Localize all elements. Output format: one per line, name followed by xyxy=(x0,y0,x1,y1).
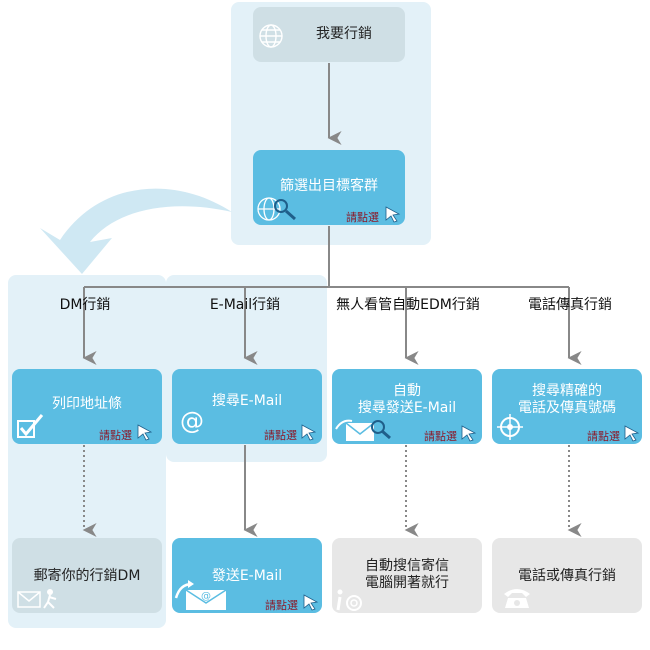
column-email: E-Mail行銷 xyxy=(209,297,281,313)
auto-search-box[interactable]: 自動 搜尋發送E-Mail 請點選 xyxy=(332,369,482,444)
checkbox-icon xyxy=(17,414,44,438)
search-email-label: 搜尋E-Mail xyxy=(211,393,283,409)
column-dm: DM行銷 xyxy=(59,297,111,313)
phone-fax-label: 電話或傳真行銷 xyxy=(518,568,616,584)
mail-dm-label: 郵寄你的行銷DM xyxy=(33,568,141,584)
cursor-icon xyxy=(137,424,153,441)
filter-box[interactable]: 篩選出目標客群 請點選 xyxy=(253,150,405,225)
cursor-icon xyxy=(303,594,319,611)
auto-search-label: 自動 搜尋發送E-Mail xyxy=(332,383,482,417)
phone-fax-box: 電話或傳真行銷 xyxy=(492,538,642,613)
search-email-hint: 請點選 xyxy=(264,429,297,442)
start-box[interactable]: 我要行銷 xyxy=(253,7,405,62)
email-search-icon xyxy=(335,419,391,441)
column-auto-edm: 無人看管自動EDM行銷 xyxy=(336,297,480,313)
auto-search-hint: 請點選 xyxy=(424,430,457,443)
filter-hint: 請點選 xyxy=(346,211,379,224)
cursor-icon xyxy=(624,425,640,442)
search-phone-hint: 請點選 xyxy=(587,430,620,443)
search-phone-box[interactable]: 搜尋精確的 電話及傳真號碼 請點選 xyxy=(492,369,642,444)
search-phone-line2: 電話及傳真號碼 xyxy=(518,400,616,416)
column-phone-fax: 電話傳真行銷 xyxy=(528,297,612,313)
search-phone-line1: 搜尋精確的 xyxy=(532,383,602,399)
target-icon xyxy=(497,414,523,440)
send-mail-icon: @ xyxy=(174,580,227,610)
globe-icon xyxy=(259,24,283,48)
auto-search-line2: 搜尋發送E-Mail xyxy=(357,400,457,416)
send-email-box[interactable]: 發送E-Mail @ 請點選 xyxy=(172,538,322,613)
start-label: 我要行銷 xyxy=(316,26,372,42)
print-labels-label: 列印地址條 xyxy=(52,396,122,412)
curved-arrow xyxy=(40,188,232,274)
mail-dm-box: 郵寄你的行銷DM xyxy=(12,538,162,613)
globe-search-icon xyxy=(257,197,296,221)
telephone-icon xyxy=(504,589,530,608)
filter-label: 篩選出目標客群 xyxy=(280,178,378,194)
auto-send-box: 自動搜信寄信 電腦開著就行 xyxy=(332,538,482,613)
auto-send-line2: 電腦開著就行 xyxy=(365,575,449,591)
auto-search-line1: 自動 xyxy=(393,383,421,399)
send-email-label: 發送E-Mail xyxy=(211,568,283,584)
info-icon xyxy=(336,589,362,611)
auto-send-label: 自動搜信寄信 電腦開著就行 xyxy=(332,558,482,592)
cursor-icon xyxy=(301,424,317,441)
send-email-hint: 請點選 xyxy=(265,599,298,612)
cursor-icon xyxy=(385,206,401,223)
print-labels-box[interactable]: 列印地址條 請點選 xyxy=(12,369,162,444)
at-sign-icon: @ xyxy=(180,407,204,435)
svg-text:@: @ xyxy=(201,591,211,602)
search-phone-label: 搜尋精確的 電話及傳真號碼 xyxy=(492,383,642,417)
mail-courier-icon xyxy=(17,589,57,609)
auto-send-line1: 自動搜信寄信 xyxy=(365,558,449,574)
search-email-box[interactable]: 搜尋E-Mail @ 請點選 xyxy=(172,369,322,444)
cursor-icon xyxy=(461,425,477,442)
print-labels-hint: 請點選 xyxy=(99,429,132,442)
